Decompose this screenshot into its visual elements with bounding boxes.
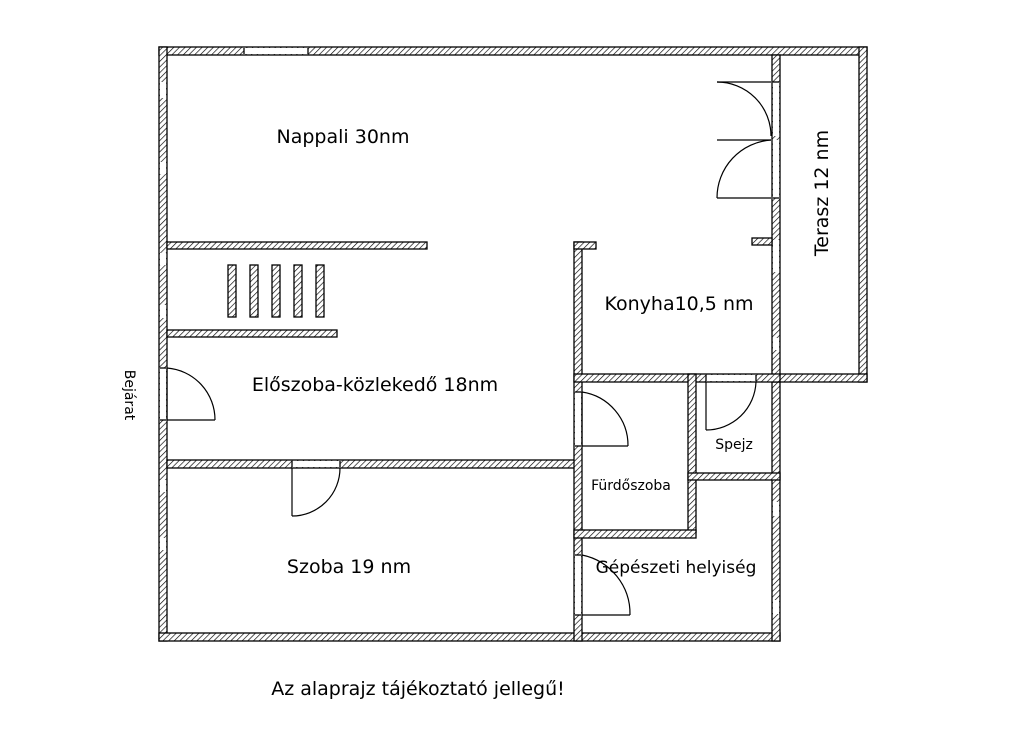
room-label-living: Nappali 30nm — [277, 126, 410, 148]
stair-step — [271, 264, 281, 318]
wall-terrace-right — [858, 46, 868, 383]
wall-bath-bottom — [573, 529, 697, 539]
entrance-label: Bejárat — [121, 370, 137, 421]
pantry-door — [705, 381, 757, 431]
wall-stair-bottom — [166, 329, 338, 338]
wall-hall-room — [166, 459, 578, 469]
doors — [166, 81, 772, 616]
disclaimer-note: Az alaprajz tájékoztató jellegű! — [271, 678, 565, 700]
stair-step — [249, 264, 259, 318]
wall-outer-bottom — [158, 632, 781, 642]
room-label-bathroom: Fürdőszoba — [591, 478, 671, 494]
stair-step — [315, 264, 325, 318]
mechanical-room-door — [581, 554, 631, 616]
room-label-bedroom: Szoba 19 nm — [287, 556, 411, 578]
room-label-pantry: Spejz — [715, 437, 753, 453]
walls — [158, 46, 868, 642]
wall-living-hall — [166, 241, 428, 250]
wall-kitchen-stub — [573, 241, 597, 250]
terrace-double-door — [716, 81, 772, 199]
room-door — [291, 467, 341, 517]
wall-bath-right — [687, 373, 697, 533]
room-label-kitchen: Konyha10,5 nm — [604, 293, 753, 315]
room-label-terrace: Terasz 12 nm — [811, 130, 833, 257]
wall-pantry-bottom — [687, 472, 781, 481]
bathroom-door — [581, 391, 629, 447]
wall-kitchen-bottom — [573, 373, 781, 383]
entrance-door — [166, 367, 216, 421]
stair-step — [293, 264, 303, 318]
stair-step — [227, 264, 237, 318]
opening-edges — [160, 48, 779, 616]
wall-kitchen-stub-right — [751, 237, 773, 246]
staircase — [227, 264, 325, 318]
wall-outer-left — [158, 46, 168, 642]
wall-terrace-bottom — [771, 373, 868, 383]
room-label-mechanical: Gépészeti helyiség — [596, 558, 757, 578]
openings — [160, 48, 779, 615]
room-label-hallway: Előszoba-közlekedő 18nm — [252, 374, 498, 396]
